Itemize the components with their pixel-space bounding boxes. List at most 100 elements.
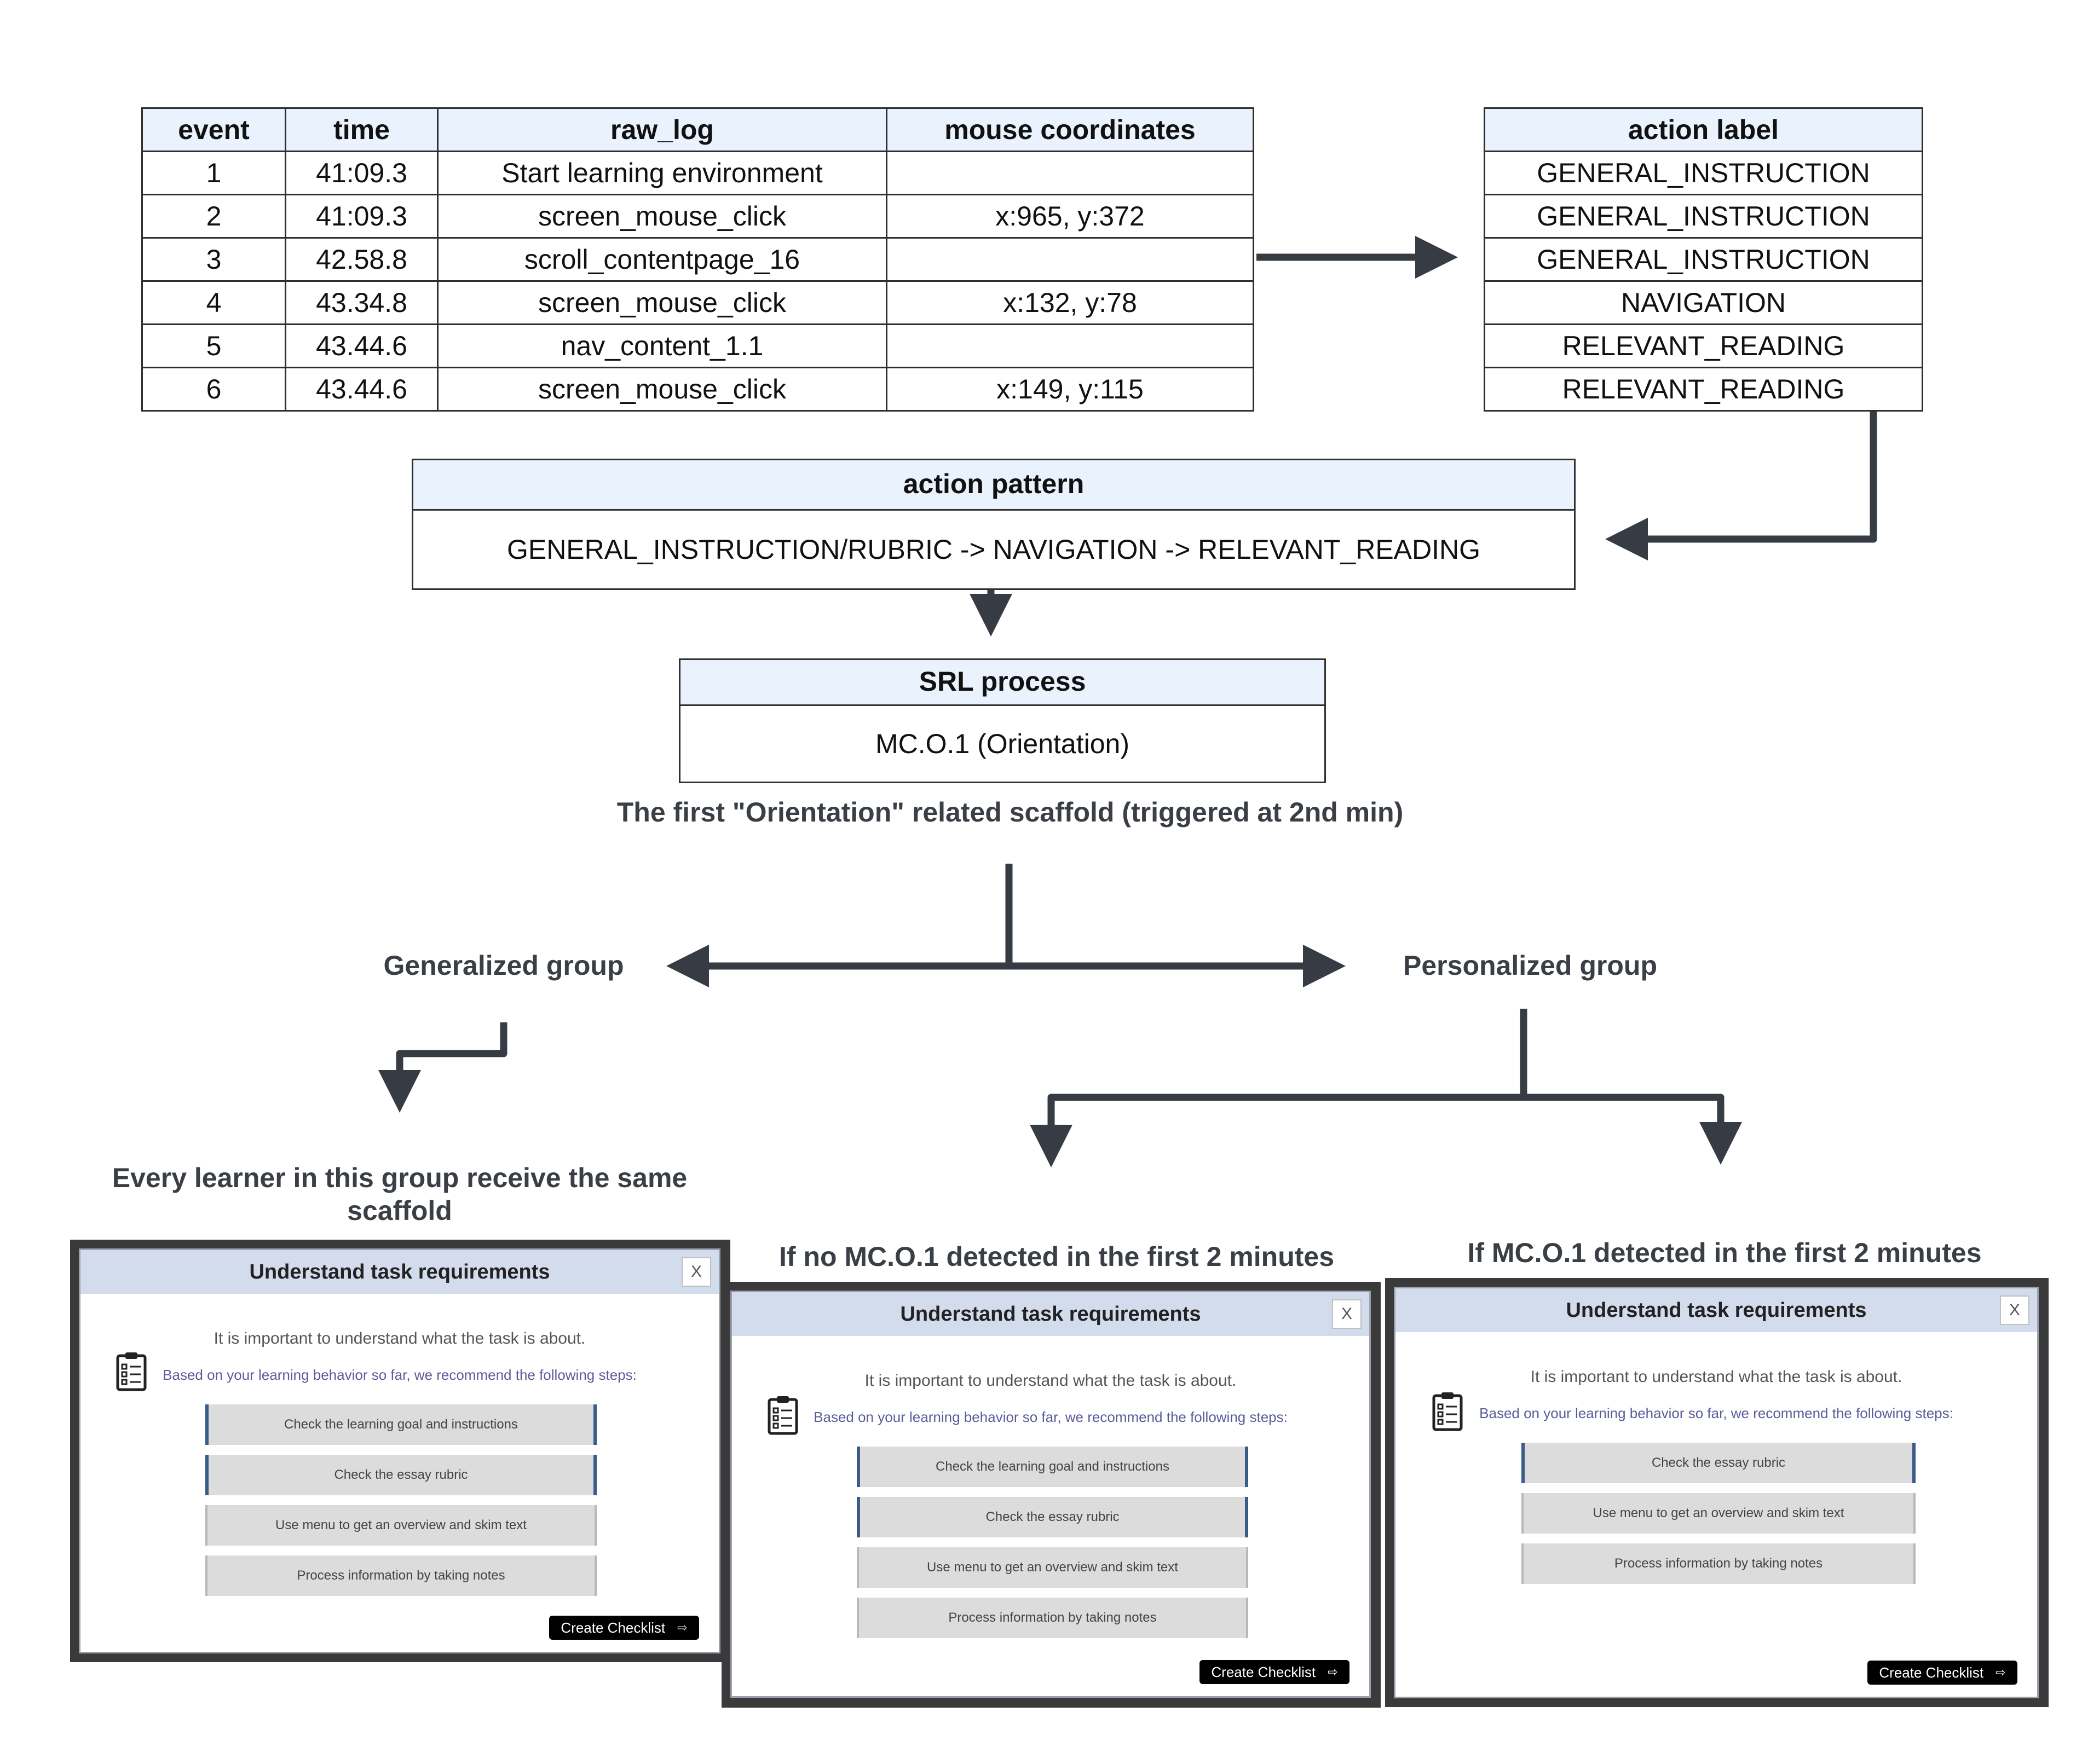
cell-action-label: GENERAL_INSTRUCTION: [1484, 151, 1923, 195]
no-detection-scaffold-panel: Understand task requirements X It is imp…: [722, 1282, 1381, 1708]
col-header-mouse-coordinates: mouse coordinates: [886, 107, 1254, 152]
cell-event: 2: [141, 194, 286, 239]
cell-raw-log: screen_mouse_click: [437, 194, 887, 239]
cell-raw-log: scroll_contentpage_16: [437, 237, 887, 282]
cell-time: 43.34.8: [285, 280, 439, 325]
cell-action-label: NAVIGATION: [1484, 280, 1923, 325]
step-button[interactable]: Check the essay rubric: [205, 1455, 597, 1495]
step-button[interactable]: Process information by taking notes: [205, 1555, 597, 1596]
dialog-intro-text: It is important to understand what the t…: [864, 1372, 1237, 1390]
col-header-time: time: [285, 107, 439, 152]
col-header-action-label: action label: [1484, 107, 1923, 152]
dialog-recommend-text: Based on your learning behavior so far, …: [163, 1367, 637, 1383]
cell-action-label: RELEVANT_READING: [1484, 323, 1923, 368]
step-button[interactable]: Check the essay rubric: [857, 1497, 1248, 1537]
arrow-right-icon: ⇨: [1328, 1665, 1338, 1679]
step-button[interactable]: Check the learning goal and instructions: [857, 1447, 1248, 1487]
personalized-group-label: Personalized group: [1403, 950, 1657, 981]
same-scaffold-label: Every learner in this group receive the …: [112, 1162, 688, 1226]
cell-coordinates: x:149, y:115: [886, 367, 1254, 412]
cell-time: 43.44.6: [285, 323, 439, 368]
raw-log-table: event time raw_log mouse coordinates 1 4…: [141, 107, 1254, 412]
step-button[interactable]: Check the essay rubric: [1521, 1443, 1916, 1483]
generalized-scaffold-panel: Understand task requirements X It is imp…: [70, 1240, 730, 1662]
arrow-personalized-split: [1047, 1094, 1742, 1165]
table-row: 3 42.58.8 scroll_contentpage_16: [141, 237, 1254, 282]
cell-raw-log: nav_content_1.1: [437, 323, 887, 368]
arrow-generalized-to-panel: [378, 1022, 507, 1113]
cell-coordinates: [886, 323, 1254, 368]
action-pattern-box: action pattern GENERAL_INSTRUCTION/RUBRI…: [412, 459, 1576, 590]
create-checklist-button[interactable]: Create Checklist ⇨: [549, 1616, 699, 1640]
arrow-right-icon: ⇨: [1996, 1665, 2006, 1679]
cell-action-label: GENERAL_INSTRUCTION: [1484, 194, 1923, 239]
step-button[interactable]: Use menu to get an overview and skim tex…: [1521, 1493, 1916, 1534]
table-row: 2 41:09.3 screen_mouse_click x:965, y:37…: [141, 194, 1254, 239]
col-header-raw-log: raw_log: [437, 107, 887, 152]
table-header-row: action label: [1484, 107, 1923, 152]
cell-event: 5: [141, 323, 286, 368]
table-row: 4 43.34.8 screen_mouse_click x:132, y:78: [141, 280, 1254, 325]
step-button[interactable]: Check the learning goal and instructions: [205, 1404, 597, 1445]
dialog-title: Understand task requirements: [1395, 1288, 2037, 1332]
clipboard-checklist-icon: [1432, 1392, 1463, 1431]
scaffold-trigger-label: The first "Orientation" related scaffold…: [616, 797, 1404, 828]
cell-event: 6: [141, 367, 286, 412]
cell-action-label: RELEVANT_READING: [1484, 367, 1923, 412]
table-row: RELEVANT_READING: [1484, 323, 1923, 368]
dialog-recommend-text: Based on your learning behavior so far, …: [814, 1409, 1288, 1425]
create-checklist-label: Create Checklist: [1211, 1663, 1316, 1680]
cell-coordinates: [886, 237, 1254, 282]
table-row: 5 43.44.6 nav_content_1.1: [141, 323, 1254, 368]
cell-time: 41:09.3: [285, 194, 439, 239]
srl-process-title: SRL process: [680, 660, 1324, 706]
close-icon[interactable]: X: [682, 1257, 711, 1287]
col-header-event: event: [141, 107, 286, 152]
no-mco1-label: If no MC.O.1 detected in the first 2 min…: [778, 1241, 1334, 1272]
cell-time: 43.44.6: [285, 367, 439, 412]
scaffold-dialog: Understand task requirements X It is imp…: [730, 1291, 1371, 1698]
close-icon[interactable]: X: [2000, 1295, 2029, 1325]
step-button[interactable]: Use menu to get an overview and skim tex…: [205, 1505, 597, 1546]
table-row: GENERAL_INSTRUCTION: [1484, 194, 1923, 239]
table-row: RELEVANT_READING: [1484, 367, 1923, 412]
table-row: GENERAL_INSTRUCTION: [1484, 237, 1923, 282]
dialog-intro-text: It is important to understand what the t…: [214, 1329, 586, 1347]
create-checklist-label: Create Checklist: [561, 1619, 666, 1636]
cell-time: 41:09.3: [285, 151, 439, 195]
cell-coordinates: [886, 151, 1254, 195]
table-row: GENERAL_INSTRUCTION: [1484, 151, 1923, 195]
table-header-row: event time raw_log mouse coordinates: [141, 107, 1254, 152]
close-icon[interactable]: X: [1332, 1299, 1362, 1329]
scaffold-dialog: Understand task requirements X It is imp…: [79, 1248, 720, 1653]
step-button[interactable]: Process information by taking notes: [857, 1598, 1248, 1638]
action-pattern-text: GENERAL_INSTRUCTION/RUBRIC -> NAVIGATION…: [506, 534, 1481, 565]
srl-process-text: MC.O.1 (Orientation): [875, 728, 1129, 759]
cell-raw-log: screen_mouse_click: [437, 367, 887, 412]
srl-process-box: SRL process MC.O.1 (Orientation): [679, 658, 1326, 783]
cell-event: 4: [141, 280, 286, 325]
action-pattern-title: action pattern: [413, 460, 1574, 511]
dialog-title: Understand task requirements: [80, 1250, 719, 1294]
step-button[interactable]: Process information by taking notes: [1521, 1543, 1916, 1584]
cell-event: 3: [141, 237, 286, 282]
step-button[interactable]: Use menu to get an overview and skim tex…: [857, 1547, 1248, 1588]
cell-raw-log: Start learning environment: [437, 151, 887, 195]
create-checklist-label: Create Checklist: [1879, 1664, 1984, 1681]
generalized-group-label: Generalized group: [383, 950, 624, 981]
table-row: NAVIGATION: [1484, 280, 1923, 325]
mco1-label: If MC.O.1 detected in the first 2 minute…: [1467, 1237, 1982, 1268]
arrow-label-to-pattern: [1605, 408, 1877, 560]
create-checklist-button[interactable]: Create Checklist ⇨: [1867, 1661, 2017, 1685]
cell-event: 1: [141, 151, 286, 195]
cell-action-label: GENERAL_INSTRUCTION: [1484, 237, 1923, 282]
dialog-intro-text: It is important to understand what the t…: [1530, 1368, 1902, 1386]
table-row: 6 43.44.6 screen_mouse_click x:149, y:11…: [141, 367, 1254, 412]
table-row: 1 41:09.3 Start learning environment: [141, 151, 1254, 195]
action-label-table: action label GENERAL_INSTRUCTION GENERAL…: [1484, 107, 1923, 412]
create-checklist-button[interactable]: Create Checklist ⇨: [1199, 1660, 1349, 1684]
cell-coordinates: x:132, y:78: [886, 280, 1254, 325]
cell-raw-log: screen_mouse_click: [437, 280, 887, 325]
arrow-right-icon: ⇨: [677, 1621, 688, 1634]
